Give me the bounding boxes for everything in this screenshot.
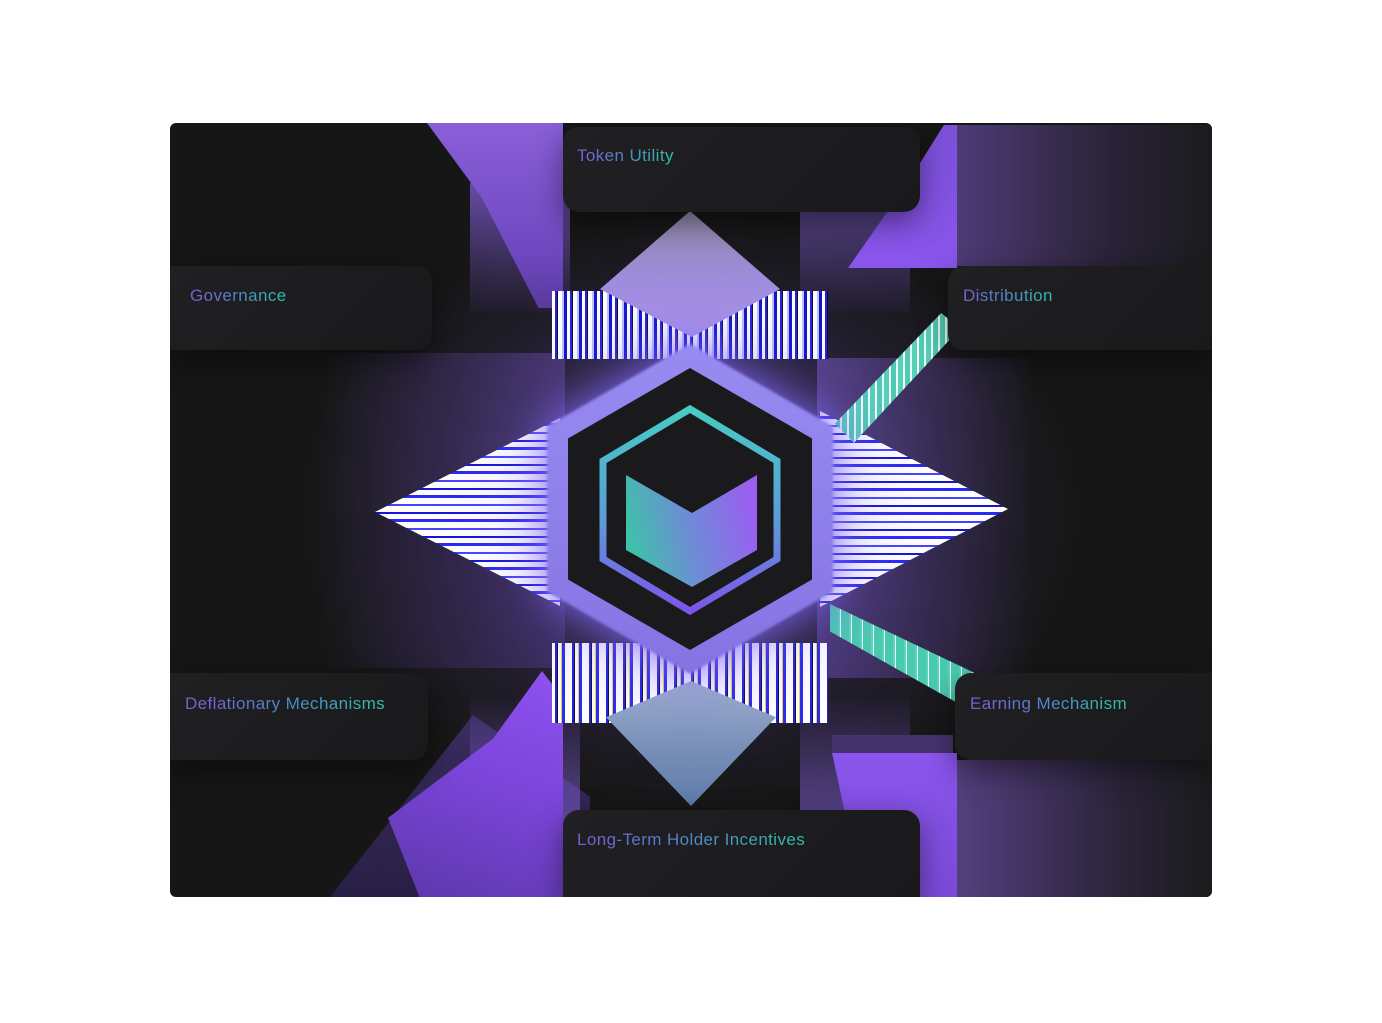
beam-strip-bottom-right	[832, 735, 953, 755]
node-label: Distribution	[963, 286, 1053, 305]
node-distribution[interactable]: Distribution	[948, 266, 1212, 350]
node-governance[interactable]: Governance	[170, 266, 432, 350]
hexagon-inner-dark	[568, 368, 812, 650]
center-token-logo[interactable]	[547, 344, 833, 674]
node-earning-mechanism[interactable]: Earning Mechanism	[955, 673, 1212, 760]
purple-field-bottom-right	[957, 760, 1212, 897]
node-token-utility[interactable]: Token Utility	[563, 127, 920, 212]
node-label: Earning Mechanism	[970, 694, 1128, 713]
node-label: Deflationary Mechanisms	[185, 694, 386, 713]
node-label: Long-Term Holder Incentives	[577, 830, 806, 849]
hexagon-emblem-icon	[599, 404, 781, 615]
diagram-canvas: Token Utility Governance Distribution De…	[170, 123, 1212, 897]
node-deflationary-mechanisms[interactable]: Deflationary Mechanisms	[170, 673, 428, 760]
purple-field-top-right	[957, 125, 1212, 266]
node-label: Governance	[190, 286, 287, 305]
node-long-term-holder-incentives[interactable]: Long-Term Holder Incentives	[563, 810, 920, 897]
node-label: Token Utility	[577, 146, 674, 165]
